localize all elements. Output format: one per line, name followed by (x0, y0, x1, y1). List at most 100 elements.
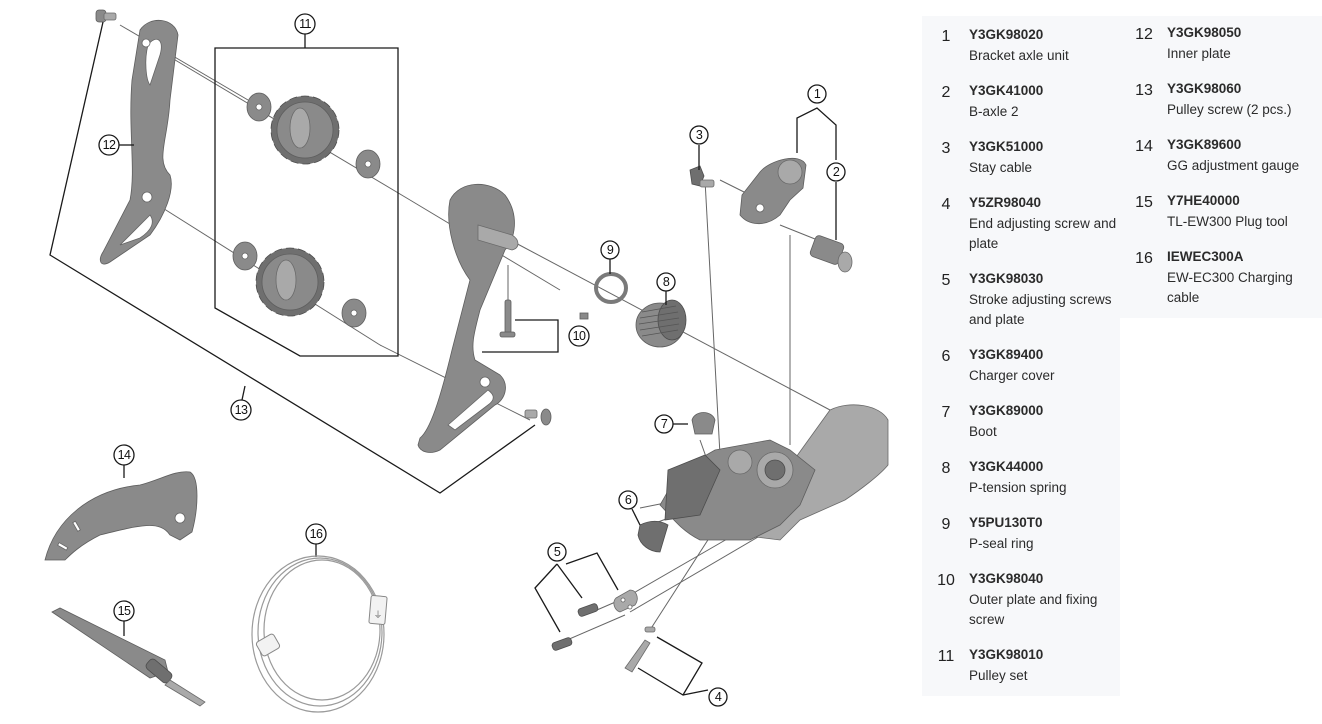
svg-text:4: 4 (715, 690, 722, 704)
part-p-tension-spring (635, 299, 687, 348)
part-p-seal-ring (579, 272, 628, 320)
callout-9: 9 (600, 240, 620, 260)
part-b-axle (809, 235, 853, 273)
callout-10: 10 (568, 325, 590, 347)
item-description: Pulley set (969, 668, 1028, 683)
callout-2: 2 (826, 162, 846, 182)
svg-text:14: 14 (118, 448, 131, 462)
item-description: Boot (969, 424, 997, 439)
item-code: Y3GK51000 (969, 139, 1044, 154)
item-code: Y3GK44000 (969, 459, 1044, 474)
item-description: Bracket axle unit (969, 48, 1069, 63)
callout-16: 16 (305, 523, 327, 545)
item-number: 10 (937, 572, 955, 589)
lower-pulley-wheel (255, 247, 325, 317)
part-gg-adjustment-gauge (44, 471, 198, 561)
callout-1: 1 (807, 84, 827, 104)
item-number: 16 (1135, 250, 1153, 267)
callout-11: 11 (294, 13, 316, 35)
part-boot (691, 412, 716, 435)
stroke-screws-leader (534, 552, 619, 633)
part-pulley-screw-top (95, 9, 117, 23)
svg-text:16: 16 (310, 527, 323, 541)
svg-text:⏚: ⏚ (373, 610, 382, 620)
svg-text:12: 12 (103, 138, 116, 152)
item-code: Y5PU130T0 (969, 515, 1043, 530)
item-number: 9 (941, 516, 951, 533)
item-code: Y3GK89400 (969, 347, 1044, 362)
item-number: 4 (941, 196, 951, 213)
svg-text:8: 8 (663, 275, 670, 289)
item-code: Y7HE40000 (1167, 193, 1240, 208)
callout-14: 14 (113, 444, 135, 466)
item-code: Y3GK89000 (969, 403, 1044, 418)
callout-5: 5 (547, 542, 567, 562)
part-bracket-axle-unit (739, 157, 807, 225)
item-number: 1 (941, 28, 951, 45)
item-number: 6 (941, 348, 951, 365)
item-description: GG adjustment gauge (1167, 158, 1300, 173)
item-code: Y3GK98020 (969, 27, 1044, 42)
upper-pulley-wheel (270, 95, 340, 165)
svg-text:1: 1 (814, 87, 821, 101)
pulley-screw-leader (49, 21, 536, 494)
pulley-set-group (214, 47, 399, 357)
callout-6: 6 (618, 490, 638, 510)
part-stay-cable (689, 165, 715, 188)
item-number: 3 (941, 140, 951, 157)
item-code: Y5ZR98040 (969, 195, 1042, 210)
item-number: 13 (1135, 82, 1153, 99)
item-number: 7 (941, 404, 951, 421)
svg-text:13: 13 (235, 403, 248, 417)
item-number: 5 (941, 272, 951, 289)
item-description: Outer plate and fixing screw (969, 592, 1098, 627)
item-code: Y3GK98050 (1167, 25, 1242, 40)
bracket-axle-leader (796, 107, 837, 160)
item-description: P-tension spring (969, 480, 1067, 495)
part-end-adjusting-screw (624, 626, 656, 673)
callout-12: 12 (98, 134, 120, 156)
assembly-axis-lines (119, 24, 831, 641)
item-description: Inner plate (1167, 46, 1231, 61)
svg-text:6: 6 (625, 493, 632, 507)
svg-text:10: 10 (573, 329, 586, 343)
item-description: TL-EW300 Plug tool (1167, 214, 1288, 229)
callout-15: 15 (113, 600, 135, 622)
item-code: Y3GK98030 (969, 271, 1044, 286)
callout-3: 3 (689, 125, 709, 145)
callout-7: 7 (654, 414, 674, 434)
item-description: EW-EC300 Charging cable (1167, 270, 1293, 305)
part-outer-plate (417, 183, 519, 453)
part-inner-plate (99, 20, 179, 265)
item-description: Charger cover (969, 368, 1055, 383)
callout-8: 8 (656, 272, 676, 292)
part-plug-tool (51, 607, 206, 707)
part-pulley-screw-bottom (524, 408, 552, 426)
item-code: Y3GK89600 (1167, 137, 1242, 152)
item-description: Pulley screw (2 pcs.) (1167, 102, 1292, 117)
exploded-parts-diagram: ⏚ 1 2 3 4 5 6 7 8 9 10 11 12 13 14 15 16 (44, 9, 889, 713)
outer-plate-leader (482, 319, 559, 353)
item-code: Y3GK98010 (969, 647, 1044, 662)
svg-text:2: 2 (833, 165, 840, 179)
item-description: Stay cable (969, 160, 1033, 175)
item-description: End adjusting screw and plate (969, 216, 1117, 251)
item-description: Stroke adjusting screws and plate (969, 292, 1112, 327)
item-code: Y3GK98040 (969, 571, 1044, 586)
item-description: P-seal ring (969, 536, 1034, 551)
item-number: 8 (941, 460, 951, 477)
callout-4: 4 (708, 687, 728, 707)
part-charging-cable: ⏚ (251, 555, 388, 713)
svg-text:9: 9 (607, 243, 614, 257)
item-number: 12 (1135, 26, 1153, 43)
end-screw-leader (637, 636, 709, 696)
svg-text:15: 15 (118, 604, 131, 618)
item-number: 2 (941, 84, 951, 101)
item-description: B-axle 2 (969, 104, 1019, 119)
item-code: IEWEC300A (1167, 249, 1244, 264)
svg-text:5: 5 (554, 545, 561, 559)
item-number: 15 (1135, 194, 1153, 211)
